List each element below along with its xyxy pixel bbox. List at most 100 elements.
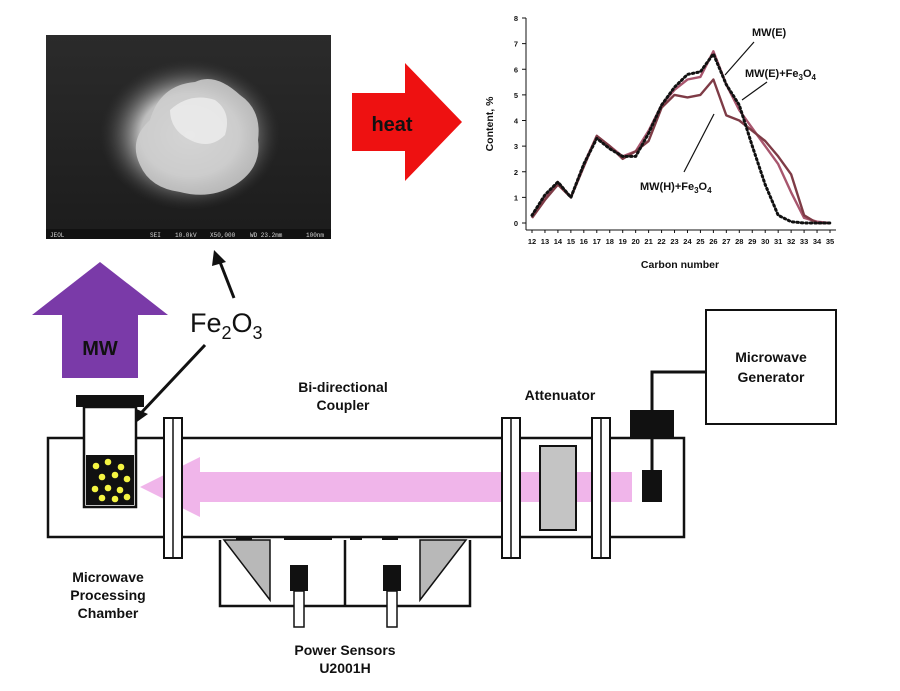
particle-dot <box>98 473 106 481</box>
x-tick-label: 17 <box>593 237 601 246</box>
y-tick-label: 5 <box>514 91 518 100</box>
heat-label: heat <box>371 114 412 136</box>
y-tick-label: 7 <box>514 40 518 49</box>
microwave-generator-box <box>705 309 837 425</box>
x-tick-label: 16 <box>580 237 588 246</box>
x-tick-label: 21 <box>644 237 652 246</box>
chamber-label-line2: Processing <box>70 587 145 603</box>
series-line-mw-e- <box>530 52 832 225</box>
mw-label: MW <box>82 338 118 360</box>
particle-dot <box>116 486 124 494</box>
y-tick-label: 1 <box>514 193 518 202</box>
particle-dot <box>117 463 125 471</box>
sem-footer-magnification: X50,000 <box>210 232 236 239</box>
x-tick-label: 18 <box>606 237 614 246</box>
generator-label-line1: Microwave <box>735 349 807 365</box>
x-tick-label: 31 <box>774 237 782 246</box>
mw-arrow-shape <box>32 262 168 378</box>
chart-x-label: Carbon number <box>641 259 719 271</box>
y-tick-label: 3 <box>514 142 518 151</box>
coupler-load-left <box>222 539 271 603</box>
y-tick-label: 4 <box>514 117 519 126</box>
legend-label-e: MW(E) <box>752 27 787 39</box>
power-sensor-2 <box>383 565 401 591</box>
y-tick-label: 0 <box>514 219 518 228</box>
fe2o3-to-chamber-arrowhead <box>134 408 148 424</box>
sensors-label-line1: Power Sensors <box>294 642 395 658</box>
fe2o3-to-chamber-arrow-line <box>140 343 207 414</box>
x-tick-label: 33 <box>800 237 808 246</box>
x-tick-label: 22 <box>657 237 665 246</box>
coupler-label-line1: Bi-directional <box>298 379 387 395</box>
sem-footer-mode: SEI <box>150 232 161 239</box>
heat-arrow-shape <box>352 63 462 181</box>
x-tick-label: 26 <box>709 237 717 246</box>
particle-dot <box>92 462 100 470</box>
vial-cap <box>76 395 144 407</box>
particle-dot <box>91 485 99 493</box>
generator-cable <box>650 370 706 410</box>
sem-footer-voltage: 10.0kV <box>175 232 197 239</box>
particle-dot <box>104 458 112 466</box>
x-tick-label: 27 <box>722 237 730 246</box>
mw-arrow: MW <box>32 262 168 378</box>
x-tick-label: 23 <box>670 237 678 246</box>
x-tick-label: 13 <box>541 237 549 246</box>
sem-footer-working-distance: WD 23.2mm <box>250 232 283 239</box>
x-tick-label: 24 <box>683 237 692 246</box>
sem-particle-highlight <box>170 97 228 144</box>
sensor-2-connector <box>386 590 398 628</box>
chamber-label-line3: Chamber <box>78 605 139 621</box>
x-tick-label: 29 <box>748 237 756 246</box>
legend-label-efe: MW(E)+Fe3O4 <box>745 68 817 82</box>
x-tick-label: 25 <box>696 237 704 246</box>
waveguide-apparatus <box>46 309 837 628</box>
attenuator-block <box>539 445 577 531</box>
x-tick-label: 34 <box>813 237 822 246</box>
coupler-load-right <box>419 539 468 603</box>
legend-callout-e <box>724 41 755 76</box>
x-tick-label: 32 <box>787 237 795 246</box>
sensors-label-line2: U2001H <box>319 660 370 676</box>
coupler-label-line2: Coupler <box>317 397 370 413</box>
fe2o3-to-sem-arrowhead <box>212 250 226 266</box>
legend-label-hfe: MW(H)+Fe3O4 <box>640 181 712 195</box>
particle-dot <box>111 495 119 503</box>
legend-callout-efe <box>741 81 768 101</box>
generator-label-line2: Generator <box>738 369 805 385</box>
chart-y-ticks: 0 1 2 3 4 5 6 7 8 <box>514 14 526 228</box>
x-tick-label: 28 <box>735 237 743 246</box>
x-tick-label: 15 <box>567 237 575 246</box>
x-tick-label: 19 <box>619 237 627 246</box>
chart-series-group <box>530 50 832 225</box>
chamber-label-line1: Microwave <box>72 569 144 585</box>
x-tick-label: 35 <box>826 237 834 246</box>
sem-info-bar <box>46 229 331 239</box>
sem-footer-scale: 100nm <box>306 232 324 239</box>
launcher-probe <box>642 470 662 502</box>
particle-dot <box>123 493 131 501</box>
fe2o3-label: Fe2O3 <box>190 308 263 343</box>
particle-dot <box>111 471 119 479</box>
particle-dot <box>123 475 131 483</box>
y-tick-label: 2 <box>514 168 518 177</box>
y-tick-label: 6 <box>514 65 518 74</box>
attenuator-label: Attenuator <box>525 387 596 403</box>
series-line-mw-h-fe3o4 <box>531 78 830 225</box>
legend-callout-hfe <box>683 113 715 173</box>
fe2o3-to-sem-arrow-line <box>218 261 236 299</box>
x-tick-label: 20 <box>631 237 639 246</box>
chart-y-label: Content, % <box>484 96 496 151</box>
sensor-1-connector <box>293 590 305 628</box>
x-tick-label: 12 <box>528 237 536 246</box>
particle-dot <box>104 484 112 492</box>
vial-particles <box>91 458 131 503</box>
x-tick-label: 30 <box>761 237 769 246</box>
heat-arrow: heat <box>352 63 462 181</box>
sem-footer-vendor: JEOL <box>50 232 65 239</box>
y-tick-label: 8 <box>514 14 518 23</box>
